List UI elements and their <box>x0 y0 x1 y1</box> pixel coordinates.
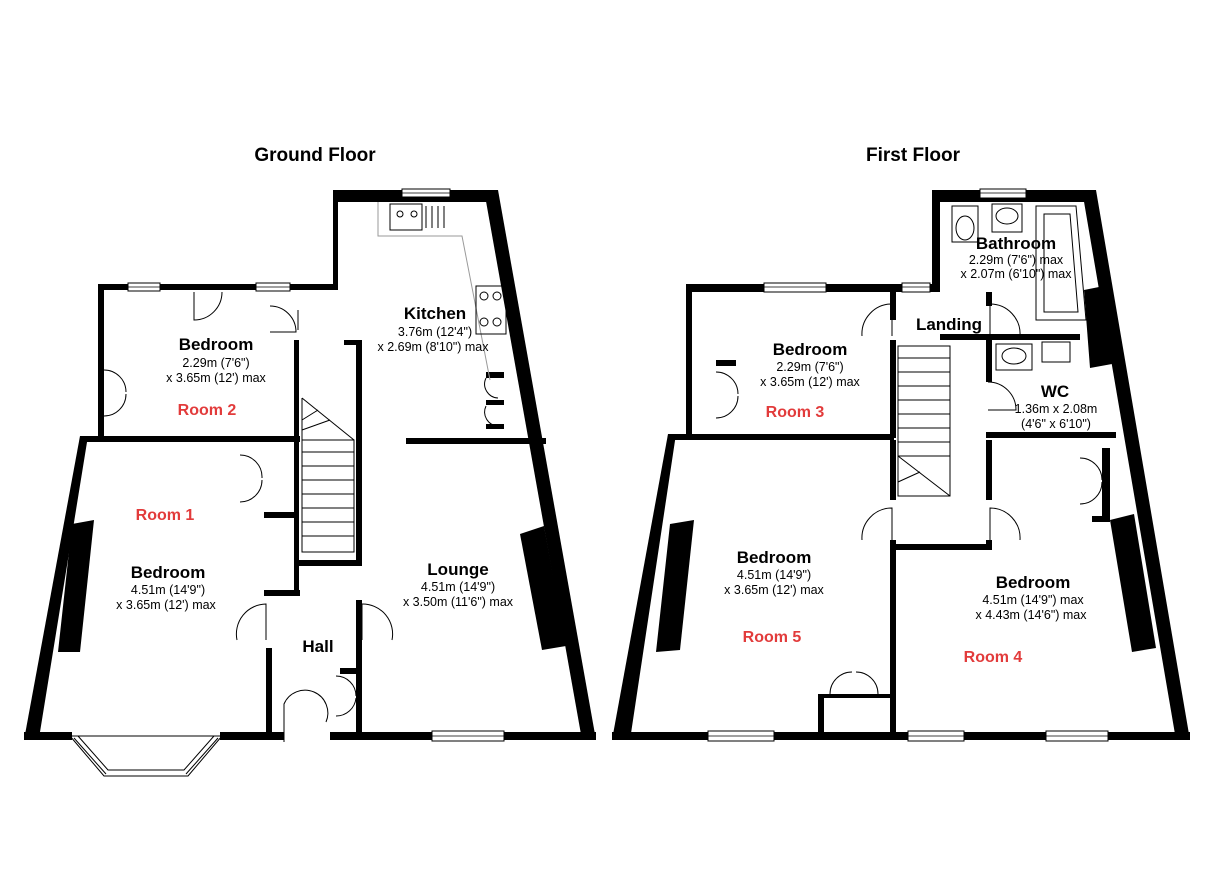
room-bedroom-right-first: Bedroom 4.51m (14'9") max x 4.43m (14'6"… <box>964 573 1088 666</box>
room-name: Bedroom <box>773 340 848 359</box>
room-dimension: 2.29m (7'6") <box>182 356 249 370</box>
kitchen-fittings <box>377 202 507 381</box>
room-name: WC <box>1041 382 1069 401</box>
room-wc: WC 1.36m x 2.08m (4'6" x 6'10") <box>1015 382 1098 431</box>
room-bedroom-small-first: Bedroom 2.29m (7'6") x 3.65m (12') max R… <box>760 340 860 421</box>
room-tag: Room 2 <box>178 402 237 419</box>
basin-icon <box>991 203 1023 233</box>
ground-windows <box>68 188 505 777</box>
room-dimension: 2.29m (7'6") <box>776 360 843 374</box>
first-interior-walls <box>668 290 1116 732</box>
room-dimension: 4.51m (14'9") <box>737 568 811 582</box>
first-floor-plan: First Floor <box>612 145 1190 742</box>
room-dimension: 4.51m (14'9") <box>131 583 205 597</box>
room-name: Bedroom <box>996 573 1071 592</box>
room-tag: Room 5 <box>743 629 802 646</box>
room-dimension: 2.29m (7'6") max <box>969 253 1064 267</box>
ground-doors <box>103 291 499 742</box>
room-dimension: 1.36m x 2.08m <box>1015 402 1098 416</box>
room-tag: Room 3 <box>766 404 825 421</box>
room-bathroom: Bathroom 2.29m (7'6") max x 2.07m (6'10"… <box>960 234 1072 281</box>
room-lounge: Lounge 4.51m (14'9") x 3.50m (11'6") max <box>403 560 514 609</box>
first-floor-title: First Floor <box>866 145 961 166</box>
room-dimension: x 3.65m (12') max <box>166 371 266 385</box>
room-hall: Hall <box>302 637 333 656</box>
room-bedroom-mid-first: Bedroom 4.51m (14'9") x 3.65m (12') max … <box>724 548 824 646</box>
room-landing: Landing <box>916 315 982 334</box>
room-name: Lounge <box>427 560 488 579</box>
room-dimension: x 3.65m (12') max <box>724 583 824 597</box>
room-dimension: 4.51m (14'9") max <box>982 593 1084 607</box>
hob-icon <box>475 285 507 335</box>
room-dimension: 3.76m (12'4") <box>398 325 472 339</box>
ground-interior-walls <box>80 340 546 732</box>
toilet-icon <box>951 205 979 243</box>
wc-toilet-icon <box>1041 341 1071 363</box>
room-bedroom-large-ground: Room 1 Bedroom 4.51m (14'9") x 3.65m (12… <box>116 507 216 612</box>
room-bedroom-small-ground: Bedroom 2.29m (7'6") x 3.65m (12') max R… <box>166 335 266 419</box>
room-dimension: x 3.50m (11'6") max <box>403 595 514 609</box>
room-name: Landing <box>916 315 982 334</box>
room-dimension: x 3.65m (12') max <box>760 375 860 389</box>
first-windows <box>707 188 1109 742</box>
sink-icon <box>396 210 404 218</box>
room-name: Bedroom <box>737 548 812 567</box>
room-dimension: x 3.65m (12') max <box>116 598 216 612</box>
room-dimension: x 4.43m (14'6") max <box>975 608 1087 622</box>
room-kitchen: Kitchen 3.76m (12'4") x 2.69m (8'10") ma… <box>377 304 489 354</box>
ground-staircase <box>301 397 355 553</box>
ground-outer-walls <box>24 190 596 740</box>
bathroom-fittings <box>951 203 1087 371</box>
room-name: Bathroom <box>976 234 1056 253</box>
ground-floor-title: Ground Floor <box>254 145 376 166</box>
ground-floor-plan: Ground Floor <box>24 145 596 777</box>
room-name: Hall <box>302 637 333 656</box>
room-name: Bedroom <box>179 335 254 354</box>
bath-icon <box>1035 205 1087 321</box>
room-dimension: x 2.07m (6'10") max <box>960 267 1072 281</box>
first-doors <box>715 303 1103 695</box>
room-dimension: (4'6" x 6'10") <box>1021 417 1091 431</box>
wc-basin-icon <box>995 343 1033 371</box>
room-name: Kitchen <box>404 304 466 323</box>
room-dimension: 4.51m (14'9") <box>421 580 495 594</box>
room-tag: Room 1 <box>136 507 195 524</box>
room-dimension: x 2.69m (8'10") max <box>377 340 489 354</box>
room-name: Bedroom <box>131 563 206 582</box>
first-staircase <box>897 345 951 497</box>
room-tag: Room 4 <box>964 649 1023 666</box>
